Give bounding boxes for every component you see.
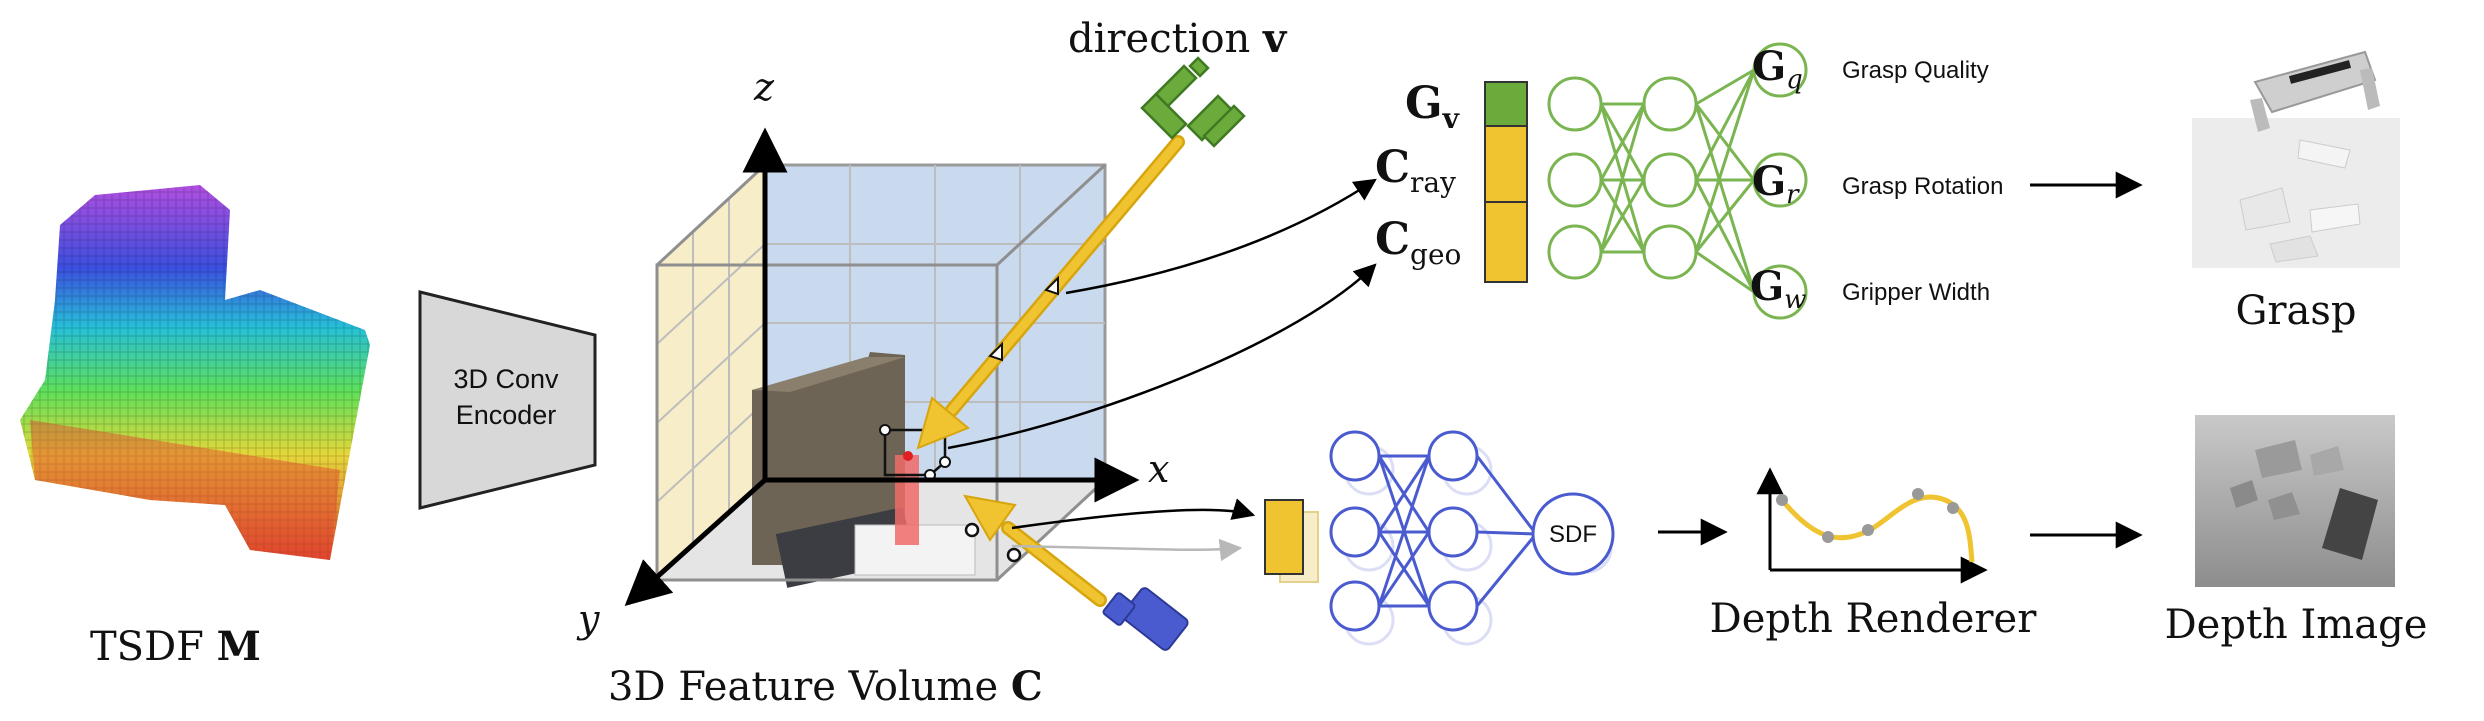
mlp-edge (1694, 179, 1756, 253)
mlp-edge (1377, 455, 1431, 533)
mlp-node (1642, 224, 1698, 280)
tsdf-voxel-scene (20, 185, 370, 560)
grasp-output-label: Grasp (2235, 288, 2356, 334)
feature-volume-cube (655, 162, 1107, 588)
gripper-width-label: Gripper Width (1842, 279, 1990, 306)
volume-label: 3D Feature Volume C (608, 663, 1043, 710)
mlp-node (1427, 580, 1479, 632)
mlp-edge (1476, 530, 1537, 536)
grasp-mlp (1547, 42, 1808, 320)
gq-symbol: Gq (1752, 43, 1803, 95)
camera-icon (1102, 587, 1189, 651)
depth-image (2195, 415, 2395, 587)
camera-ray (916, 135, 1185, 607)
mlp-edge (1599, 103, 1646, 253)
sdf-input-features (1264, 499, 1319, 583)
mlp-node (1752, 264, 1808, 320)
feature-stack (1484, 81, 1528, 283)
grasp-quality-label: Grasp Quality (1842, 57, 1989, 84)
mlp-edge (1695, 250, 1755, 294)
mlp-edge (1694, 103, 1756, 293)
mlp-node (1531, 492, 1615, 576)
depth-image-label: Depth Image (2165, 602, 2428, 648)
cray-label: Cray (1375, 142, 1456, 199)
mlp-node (1329, 430, 1381, 482)
mlp-edge (1599, 179, 1646, 253)
cube-axes (624, 127, 1140, 607)
mlp-edge (1475, 455, 1538, 535)
axis-x-label: x (1148, 447, 1169, 491)
encoder-block: 3D Conv Encoder (418, 290, 597, 510)
tsdf-label: TSDF M (90, 623, 261, 670)
mlp-node (1427, 506, 1479, 558)
mlp-edge (1377, 455, 1431, 607)
cgeo-label: Cgeo (1375, 214, 1461, 271)
axis-y-label: y (576, 597, 600, 641)
mlp-edge (1695, 68, 1755, 106)
feature-query-arrows (947, 178, 1377, 562)
gripper-icon (1140, 56, 1246, 148)
mlp-node (1547, 224, 1603, 280)
gv-feature-block (1484, 81, 1528, 127)
encoder-line1: 3D Conv (453, 364, 559, 394)
grasp-render-image (2192, 40, 2400, 268)
sdf-mlp (1329, 430, 1615, 646)
mlp-node (1427, 430, 1479, 482)
encoder-line2: Encoder (456, 400, 557, 430)
mlp-edge (1694, 69, 1756, 253)
cray-feature-block (1484, 125, 1528, 203)
mlp-node (1642, 76, 1698, 132)
sdf-label: SDF (1549, 521, 1597, 548)
direction-label: direction v (1068, 15, 1288, 62)
depth-renderer-plot (1756, 467, 1988, 584)
grasp-rotation-label: Grasp Rotation (1842, 173, 2003, 200)
mlp-node (1329, 580, 1381, 632)
gw-symbol: Gw (1750, 263, 1806, 315)
mlp-edge (1599, 103, 1646, 181)
output-arrows (1658, 171, 2143, 549)
axis-z-label: z (753, 65, 775, 109)
mlp-edge (1694, 103, 1756, 181)
mlp-edge (1694, 179, 1756, 293)
mlp-node (1642, 152, 1698, 208)
gv-label: Gv (1405, 78, 1460, 135)
mlp-node (1752, 42, 1808, 98)
cgeo-feature-block (1484, 201, 1528, 283)
mlp-node (1752, 152, 1808, 208)
mlp-node (1547, 76, 1603, 132)
depth-renderer-label: Depth Renderer (1710, 596, 2038, 642)
gr-symbol: Gr (1752, 158, 1800, 210)
mlp-node (1547, 152, 1603, 208)
mlp-edge (1694, 69, 1756, 181)
mlp-edge (1475, 533, 1538, 607)
mlp-node (1329, 506, 1381, 558)
mlp-edge (1377, 531, 1431, 607)
